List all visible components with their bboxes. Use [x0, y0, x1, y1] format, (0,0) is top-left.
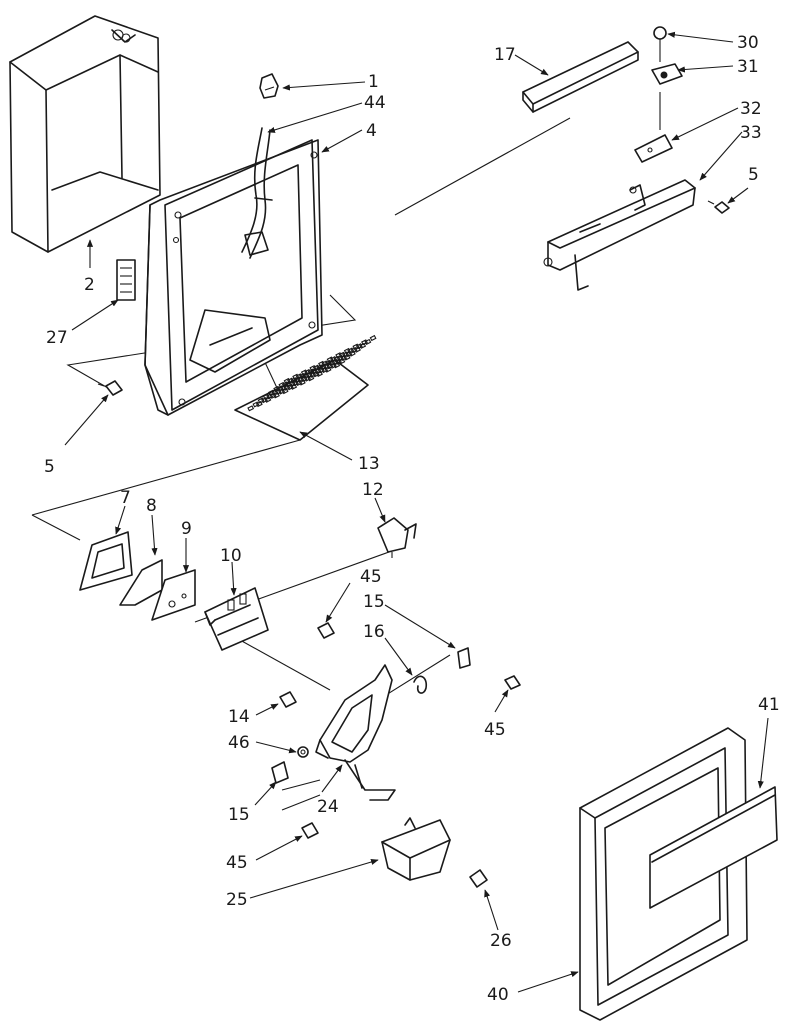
screw-45-lower	[301, 822, 319, 839]
callout-12: 12	[362, 480, 384, 500]
callout-9: 9	[181, 519, 192, 539]
screw-5-lower	[97, 380, 123, 396]
callout-40: 40	[487, 985, 509, 1005]
part-15-clip-left	[271, 761, 289, 784]
callout-27: 27	[46, 328, 68, 348]
callout-1: 1	[368, 72, 379, 92]
grille-holes	[247, 334, 377, 412]
callout-45-lower: 45	[226, 853, 248, 873]
callout-labels: 1 44 4 2 27 5 13 17 30 31 32 33 5 7 8 9 …	[44, 33, 780, 1005]
callout-30: 30	[737, 33, 759, 53]
callout-24: 24	[317, 797, 339, 817]
part-31-switch	[651, 63, 683, 85]
part-33-bracket	[543, 179, 696, 291]
screw-45-upper	[317, 622, 335, 639]
callout-7: 7	[120, 488, 131, 508]
callout-45-upper: 45	[360, 567, 382, 587]
callout-14: 14	[228, 707, 250, 727]
part-32-plate	[634, 92, 673, 163]
callout-25: 25	[226, 890, 248, 910]
part-13-grille	[234, 334, 377, 441]
part-4-housing-frame	[144, 139, 323, 416]
part-46-washer	[297, 746, 309, 758]
callout-15-right: 15	[363, 592, 385, 612]
callout-10: 10	[220, 546, 242, 566]
callout-4: 4	[366, 121, 377, 141]
part-9-plate	[151, 569, 196, 621]
callout-5-left: 5	[44, 457, 55, 477]
leader-lines	[64, 31, 769, 993]
part-30-screw	[653, 26, 667, 62]
callout-45-right: 45	[484, 720, 506, 740]
part-16-spring	[413, 675, 428, 694]
callout-8: 8	[146, 496, 157, 516]
part-24-lever-arm	[315, 664, 396, 801]
callout-16: 16	[363, 622, 385, 642]
part-10-hinge	[204, 587, 269, 651]
part-25-cup	[381, 817, 451, 881]
callout-2: 2	[84, 275, 95, 295]
callout-46: 46	[228, 733, 250, 753]
callout-31: 31	[737, 57, 759, 77]
callout-26: 26	[490, 931, 512, 951]
part-41-label	[649, 786, 778, 909]
part-15-clip-right	[457, 647, 471, 669]
part-14-bushing	[279, 691, 297, 708]
callout-17: 17	[494, 45, 516, 65]
part-7-bezel	[79, 531, 133, 591]
callout-41: 41	[758, 695, 780, 715]
part-44-wiring	[241, 127, 273, 259]
screw-5-upper	[707, 200, 730, 214]
callout-13: 13	[358, 454, 380, 474]
callout-32: 32	[740, 99, 762, 119]
part-27-block	[116, 259, 136, 301]
part-12-solenoid	[377, 517, 417, 558]
screw-45-right	[504, 675, 521, 690]
screw-26	[469, 869, 488, 888]
part-1-cap	[259, 73, 279, 99]
callout-33: 33	[740, 123, 762, 143]
callout-44: 44	[364, 93, 386, 113]
callout-15-left: 15	[228, 805, 250, 825]
callout-5-right: 5	[748, 165, 759, 185]
part-2-carton	[9, 15, 161, 253]
part-17-channel	[522, 41, 639, 113]
part-8-flap	[119, 559, 163, 606]
